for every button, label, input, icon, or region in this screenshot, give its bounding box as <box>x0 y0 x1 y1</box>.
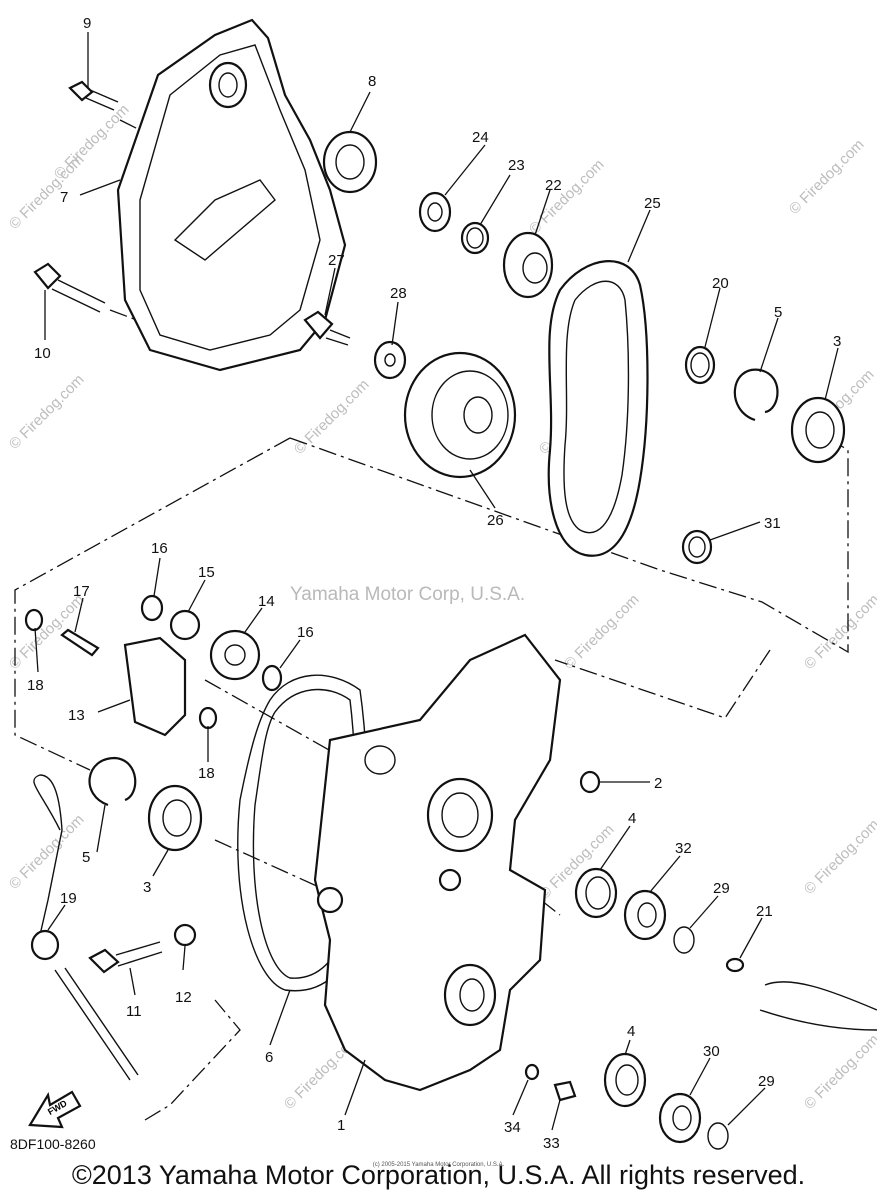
callout-18-right: 18 <box>198 765 215 782</box>
parts-5-3-left <box>88 756 203 852</box>
callout-20: 20 <box>712 275 729 292</box>
callout-5-left: 5 <box>82 849 90 866</box>
copyright-notice: ©2013 Yamaha Motor Corporation, U.S.A. A… <box>71 1160 806 1190</box>
parts-20-5-3-top <box>684 345 846 464</box>
callout-30: 30 <box>703 1043 720 1060</box>
callout-28: 28 <box>390 285 407 302</box>
part-2-plug <box>579 770 601 794</box>
part-26-sprocket <box>403 351 517 479</box>
drawing-number: 8DF100-8260 <box>10 1136 96 1152</box>
callout-32: 32 <box>675 840 692 857</box>
part-25-chain <box>547 260 649 557</box>
callout-21: 21 <box>756 903 773 920</box>
callout-16-top: 16 <box>151 540 168 557</box>
part-8-bearing <box>322 130 378 194</box>
watermark-16: © Firedog.com <box>801 1031 877 1113</box>
callout-13: 13 <box>68 707 85 724</box>
callout-34: 34 <box>504 1119 521 1136</box>
parts-33-34 <box>524 1063 577 1102</box>
callout-29-top: 29 <box>713 880 730 897</box>
callout-27: 27 <box>328 252 345 269</box>
watermark-5: © Firedog.com <box>6 371 88 453</box>
watermark-2: © Firedog.com <box>51 101 133 183</box>
callout-10: 10 <box>34 345 51 362</box>
part-9-bolt <box>68 80 119 111</box>
callout-1: 1 <box>337 1117 345 1134</box>
parts-11-12 <box>88 923 197 974</box>
callouts: 9 7 8 10 24 23 22 25 27 28 20 5 3 26 31 … <box>27 15 841 1152</box>
callout-33: 33 <box>543 1135 560 1152</box>
watermark-6: © Firedog.com <box>291 376 373 458</box>
watermark-12: © Firedog.com <box>6 811 88 893</box>
part-1-chaincase <box>313 633 562 1092</box>
callout-15: 15 <box>198 564 215 581</box>
callout-2: 2 <box>654 775 662 792</box>
parts-24-23-22 <box>418 191 554 299</box>
fwd-arrow-icon: FWD <box>28 1090 82 1129</box>
leader-lines <box>34 32 839 1131</box>
callout-31: 31 <box>764 515 781 532</box>
part-10-bolt <box>33 262 106 313</box>
small-copyright: (c) 2005-2015 Yamaha Motor Corporation, … <box>372 1162 505 1168</box>
callout-24: 24 <box>472 129 489 146</box>
callout-6: 6 <box>265 1049 273 1066</box>
callout-29-bottom: 29 <box>758 1073 775 1090</box>
part-31-collar <box>681 529 713 565</box>
callout-4-top: 4 <box>628 810 636 827</box>
watermark-14: © Firedog.com <box>801 816 877 898</box>
part-7-cover <box>116 18 347 372</box>
watermark-11: © Firedog.com <box>801 591 877 673</box>
callout-26: 26 <box>487 512 504 529</box>
callout-4-bottom: 4 <box>627 1023 635 1040</box>
watermark-4: © Firedog.com <box>786 136 868 218</box>
part-19-dipstick <box>30 774 139 1081</box>
callout-9: 9 <box>83 15 91 32</box>
callout-11: 11 <box>126 1003 142 1020</box>
callout-16-bottom: 16 <box>297 624 314 641</box>
callout-7: 7 <box>60 189 68 206</box>
callout-3-left: 3 <box>143 879 151 896</box>
callout-22: 22 <box>545 177 562 194</box>
callout-14: 14 <box>258 593 275 610</box>
callout-8: 8 <box>368 73 376 90</box>
center-watermark: Yamaha Motor Corp, U.S.A. <box>290 584 525 605</box>
callout-18-left: 18 <box>27 677 44 694</box>
callout-5-top: 5 <box>774 304 782 321</box>
right-seals <box>574 867 877 1031</box>
callout-12: 12 <box>175 989 192 1006</box>
callout-17: 17 <box>73 583 90 600</box>
tensioner-parts <box>24 594 283 737</box>
lower-seals <box>603 1052 729 1150</box>
watermark-10: © Firedog.com <box>561 591 643 673</box>
callout-23: 23 <box>508 157 525 174</box>
callout-3-top: 3 <box>833 333 841 350</box>
callout-19: 19 <box>60 890 77 907</box>
parts-27-28 <box>303 310 407 380</box>
callout-25: 25 <box>644 195 661 212</box>
